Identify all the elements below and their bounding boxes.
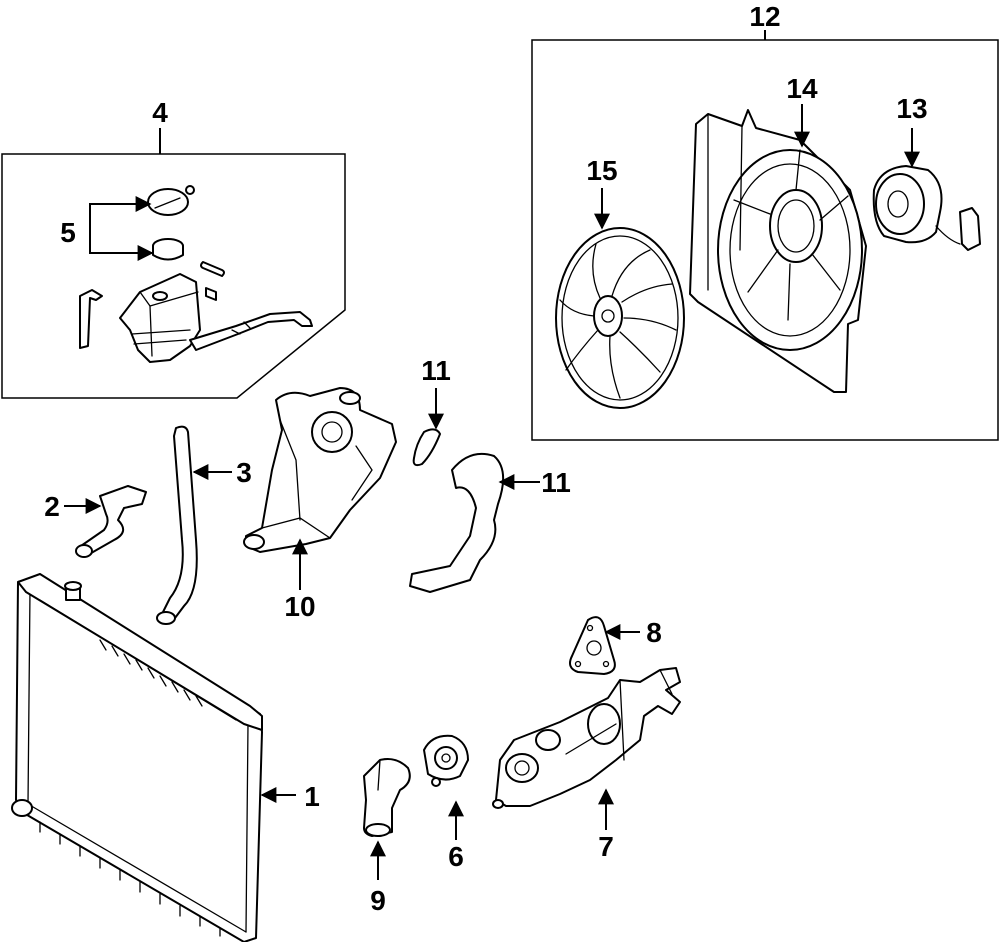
o-ring-gasket [412, 428, 441, 467]
callout-8: 8 [646, 617, 662, 648]
thermostat [423, 734, 469, 787]
callout-7: 7 [598, 831, 614, 862]
radiator-drain-mount [11, 799, 33, 817]
reservoir-inner-cap [152, 238, 184, 261]
callout-15: 15 [586, 155, 617, 186]
flange-gasket [569, 616, 616, 675]
reservoir-cap [147, 185, 195, 216]
leader-5b [89, 232, 154, 261]
outlet-gasket [409, 452, 505, 593]
reservoir-hose [189, 311, 313, 351]
callout-9: 9 [370, 885, 386, 916]
callout-11-lower: 11 [541, 467, 571, 498]
callout-6: 6 [448, 841, 464, 872]
fan-shroud [689, 109, 867, 393]
callout-14: 14 [786, 73, 818, 104]
radiator [11, 573, 263, 942]
fan-group-frame [531, 30, 999, 441]
water-pipe-assembly [492, 667, 681, 809]
radiator-fins [39, 639, 221, 937]
lower-bypass-hose [75, 485, 147, 558]
cooling-fan-blade [555, 227, 685, 409]
callout-11-upper: 11 [421, 355, 451, 386]
leader-lines [64, 104, 920, 880]
callout-4: 4 [152, 97, 168, 128]
callout-12: 12 [749, 1, 780, 32]
water-inlet-pipe [363, 758, 411, 837]
radiator-filler-neck [64, 581, 82, 601]
radiator-hose [156, 425, 198, 625]
callout-2: 2 [44, 491, 60, 522]
callout-labels: 1 2 3 4 5 6 7 8 9 10 11 11 12 13 14 15 [44, 1, 927, 916]
fan-motor [872, 165, 981, 251]
callout-10: 10 [284, 591, 315, 622]
callout-3: 3 [236, 457, 252, 488]
coolant-reservoir-tank [119, 273, 217, 363]
callout-13: 13 [896, 93, 927, 124]
reservoir-bracket [79, 289, 103, 349]
reservoir-seal [200, 261, 225, 277]
callout-5: 5 [60, 217, 76, 248]
leader-5a [89, 196, 152, 232]
reservoir-group-frame [1, 128, 346, 399]
water-outlet-housing [243, 387, 397, 553]
callout-1: 1 [304, 781, 320, 812]
